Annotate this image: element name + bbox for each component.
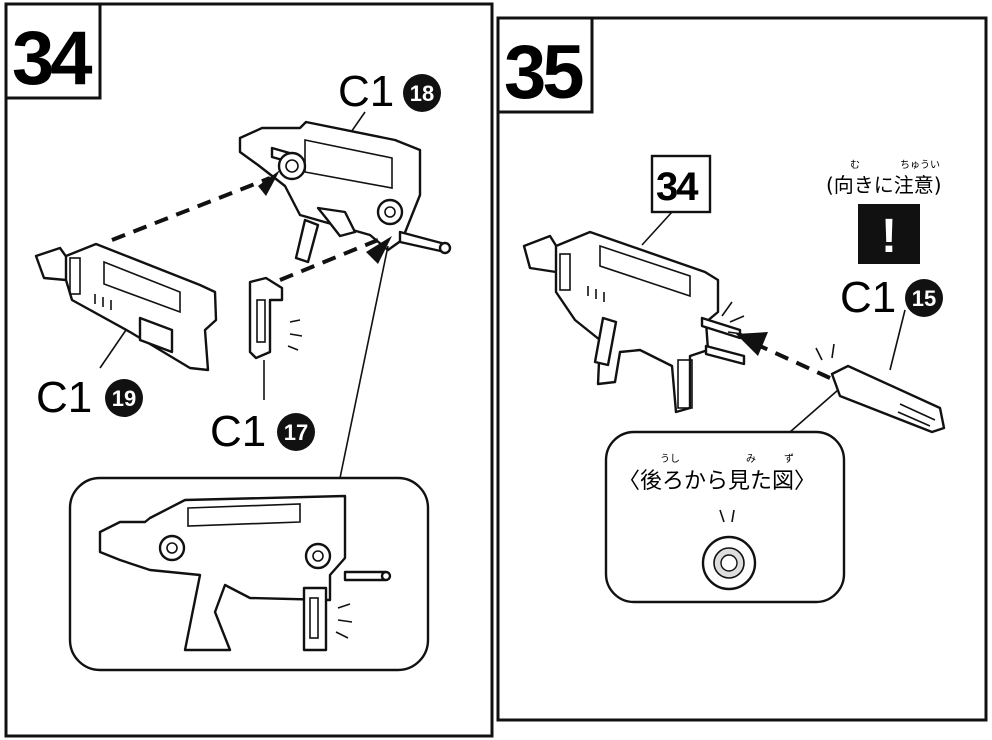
assembly-arrow <box>111 176 271 242</box>
magazine-part-illustration <box>248 276 284 360</box>
ref-step-box <box>650 154 712 214</box>
step-34-number: 34 <box>12 16 92 101</box>
part-prefix: C1 <box>36 373 92 422</box>
part-number-badge <box>277 413 315 451</box>
detail-callout <box>68 476 430 672</box>
assembly-arrow <box>759 344 831 380</box>
part-prefix: C1 <box>840 273 896 322</box>
part-number: 18 <box>410 81 434 106</box>
part-prefix: C1 <box>210 407 266 456</box>
view-ruby: み <box>746 454 756 465</box>
step-34-panel: 34 C1 18 <box>4 2 494 738</box>
part-number-badge <box>403 74 441 112</box>
part-number-badge <box>105 379 143 417</box>
step-34-number-box <box>4 2 102 100</box>
step-35-number: 35 <box>504 30 583 115</box>
view-label: 〈後ろから見た図〉 <box>618 469 816 494</box>
part-prefix: C1 <box>338 67 394 116</box>
muzzle-part-illustration <box>830 364 946 434</box>
rear-view-callout: うし み ず 〈後ろから見た図〉 <box>604 430 846 604</box>
receiver-part-illustration <box>238 120 452 264</box>
part-label-c1-18: C1 18 <box>338 67 441 116</box>
assembly-arrow <box>279 238 379 282</box>
warning-mark: ! <box>881 210 897 263</box>
part-label-c1-15: C1 15 <box>840 273 943 322</box>
barrel-part-illustration <box>34 242 218 372</box>
part-number: 17 <box>284 420 308 445</box>
part-number: 15 <box>912 286 936 311</box>
orientation-note: む ちゅうい (向きに注意) ! <box>826 159 942 264</box>
step-35-number-box <box>496 16 594 114</box>
part-label-c1-19: C1 19 <box>36 373 143 422</box>
assembled-weapon-illustration <box>522 230 746 414</box>
note-ruby: ちゅうい <box>900 159 940 171</box>
note-ruby: む <box>850 159 860 171</box>
view-ruby: ず <box>784 453 794 465</box>
step-35-panel: 35 34 む ちゅうい <box>496 16 988 722</box>
note-text: (向きに注意) <box>826 173 942 197</box>
part-label-c1-17: C1 17 <box>210 407 315 456</box>
part-number: 19 <box>112 386 136 411</box>
ref-step-number: 34 <box>656 165 699 209</box>
part-number-badge <box>905 279 943 317</box>
warning-icon <box>858 204 920 264</box>
view-ruby: うし <box>660 453 680 465</box>
